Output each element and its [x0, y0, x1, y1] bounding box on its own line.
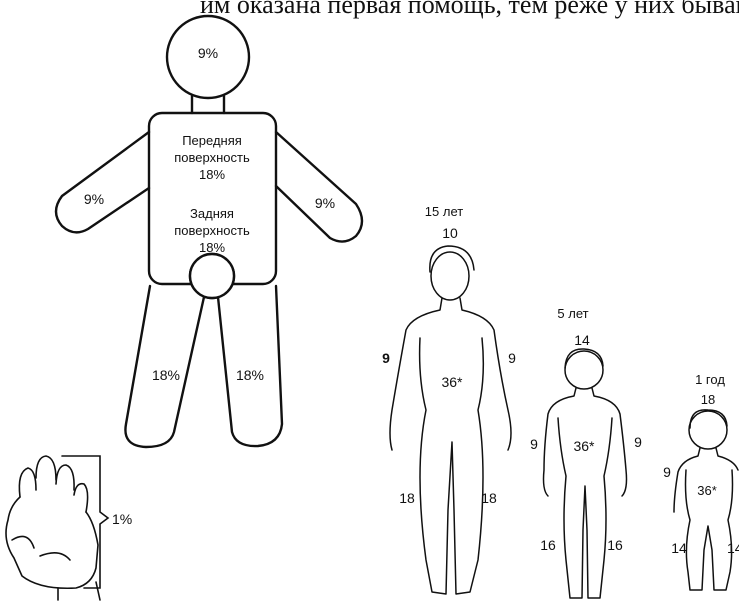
- doll-back-line1: Задняя: [190, 207, 234, 220]
- wrist: [58, 582, 100, 600]
- palm-finger-4: [74, 484, 88, 512]
- doll-front-line2: поверхность: [174, 151, 249, 164]
- fig1-left-leg-label: 18: [399, 491, 415, 505]
- doll-back-line2: поверхность: [174, 224, 249, 237]
- fig3-left-arm-label: 9: [663, 465, 671, 479]
- fig3-trunk-label: 36*: [697, 484, 717, 497]
- fig1-right-leg-label: 18: [481, 491, 497, 505]
- doll-front-line1: Передняя: [182, 134, 242, 147]
- fig1-right-arm-label: 9: [508, 351, 516, 365]
- doll-back-pct: 18%: [199, 241, 225, 254]
- fig1-trunk-label: 36*: [441, 375, 462, 389]
- fig2-head: [565, 351, 603, 389]
- caption-fragment: им оказана первая помощь, тем реже у них…: [200, 0, 739, 18]
- doll-front-pct: 18%: [199, 168, 225, 181]
- figure-15-years: [390, 246, 511, 594]
- palm-lines: [12, 536, 70, 560]
- doll-left-arm-shape: [56, 132, 149, 232]
- fig2-head-label: 14: [574, 333, 590, 347]
- fig1-head: [431, 252, 469, 300]
- fig2-left-leg-label: 16: [540, 538, 556, 552]
- fig1-age: 15 лет: [425, 205, 463, 218]
- doll-left-leg-label: 18%: [152, 368, 180, 382]
- figure-1-year: [674, 410, 738, 590]
- fig3-hair: [690, 410, 727, 428]
- fig3-head-label: 18: [701, 393, 715, 406]
- fig2-trunk-label: 36*: [573, 439, 594, 453]
- figure-5-years: [544, 349, 627, 598]
- palm-label: 1%: [112, 512, 132, 526]
- fig3-right-leg-label: 14: [727, 541, 739, 555]
- doll-right-arm-shape: [276, 132, 362, 242]
- fig3-head: [689, 411, 727, 449]
- doll-groin-overlay: [190, 254, 234, 298]
- fig3-shoulders-arms: [674, 448, 738, 512]
- fig3-age: 1 год: [695, 373, 725, 386]
- palm-finger-3: [56, 465, 74, 490]
- doll-head-label: 9%: [198, 46, 218, 60]
- doll-right-leg-label: 18%: [236, 368, 264, 382]
- fig2-hair: [565, 349, 603, 368]
- doll-left-arm-label: 9%: [84, 192, 104, 206]
- fig1-left-arm-label: 9: [382, 351, 390, 365]
- palm-bracket: [62, 456, 108, 588]
- doll-right-arm-label: 9%: [315, 196, 335, 210]
- palm-drawing: [6, 456, 108, 600]
- fig1-head-label: 10: [442, 226, 458, 240]
- fig3-left-leg-label: 14: [671, 541, 687, 555]
- fig2-age: 5 лет: [557, 307, 588, 320]
- fig2-left-arm-label: 9: [530, 437, 538, 451]
- palm-finger-1: [19, 468, 36, 497]
- palm-finger-2: [36, 456, 56, 480]
- fig2-right-leg-label: 16: [607, 538, 623, 552]
- palm-body: [6, 497, 98, 588]
- fig2-right-arm-label: 9: [634, 435, 642, 449]
